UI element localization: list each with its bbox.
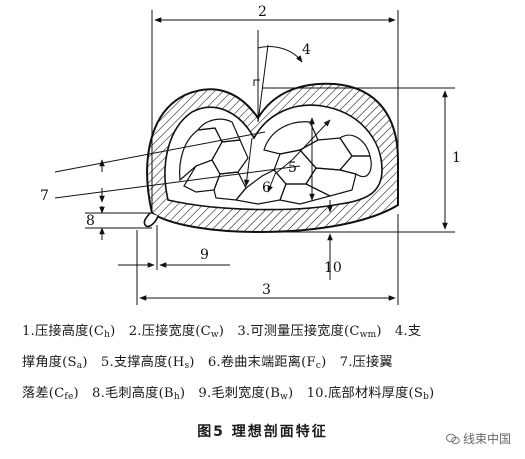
watermark: 线束中国 <box>445 430 511 447</box>
callout-labels: 1 2 3 4 5 6 7 8 9 10 <box>40 4 461 298</box>
legend-item: 6.卷曲末端距离(Fc) <box>207 355 327 371</box>
callout-1: 1 <box>452 150 461 166</box>
legend-line-2: 撑角度(Sa) 5.支撑高度(Hs) 6.卷曲末端距离(Fc) 7.压接翼 <box>22 349 512 380</box>
legend-item: 3.可测量压接宽度(Cwm) <box>237 324 382 340</box>
callout-5: 5 <box>288 160 297 176</box>
callout-10: 10 <box>324 260 342 276</box>
callout-6: 6 <box>262 180 271 196</box>
legend-item: 5.支撑高度(Hs) <box>100 355 195 371</box>
legend-line-1: 1.压接高度(Ch) 2.压接宽度(Cw) 3.可测量压接宽度(Cwm) 4.支 <box>22 318 512 349</box>
wechat-icon <box>445 433 460 445</box>
legend-item: 1.压接高度(Ch) <box>22 324 116 340</box>
callout-9: 9 <box>200 247 209 263</box>
callout-7: 7 <box>40 188 49 204</box>
legend-item: 9.毛刺宽度(Bw) <box>198 386 294 402</box>
callout-4: 4 <box>302 42 311 58</box>
legend-item: 8.毛刺高度(Bh) <box>92 386 186 402</box>
legend-item: 撑角度(Sa) <box>22 355 88 371</box>
legend-item: 2.压接宽度(Cw) <box>128 324 225 340</box>
callout-8: 8 <box>86 213 95 229</box>
callout-3: 3 <box>262 282 271 298</box>
conductor-strands <box>179 118 372 205</box>
crimp-body <box>143 82 399 234</box>
crimp-cross-section-diagram: 1 2 3 4 5 6 7 8 9 10 <box>40 4 461 305</box>
legend-item: 7.压接翼 <box>339 355 393 370</box>
legend-item: 10.底部材料厚度(Sb) <box>306 386 435 402</box>
legend: 1.压接高度(Ch) 2.压接宽度(Cw) 3.可测量压接宽度(Cwm) 4.支… <box>22 318 512 411</box>
dimension-lines <box>54 10 455 305</box>
callout-2: 2 <box>258 4 267 20</box>
legend-item: 落差(Cfe) <box>22 386 79 402</box>
legend-item: 4.支 <box>394 324 422 339</box>
legend-line-3: 落差(Cfe) 8.毛刺高度(Bh) 9.毛刺宽度(Bw) 10.底部材料厚度(… <box>22 380 512 411</box>
figure-caption: 图5 理想剖面特征 <box>197 424 328 440</box>
watermark-text: 线束中国 <box>462 432 511 446</box>
